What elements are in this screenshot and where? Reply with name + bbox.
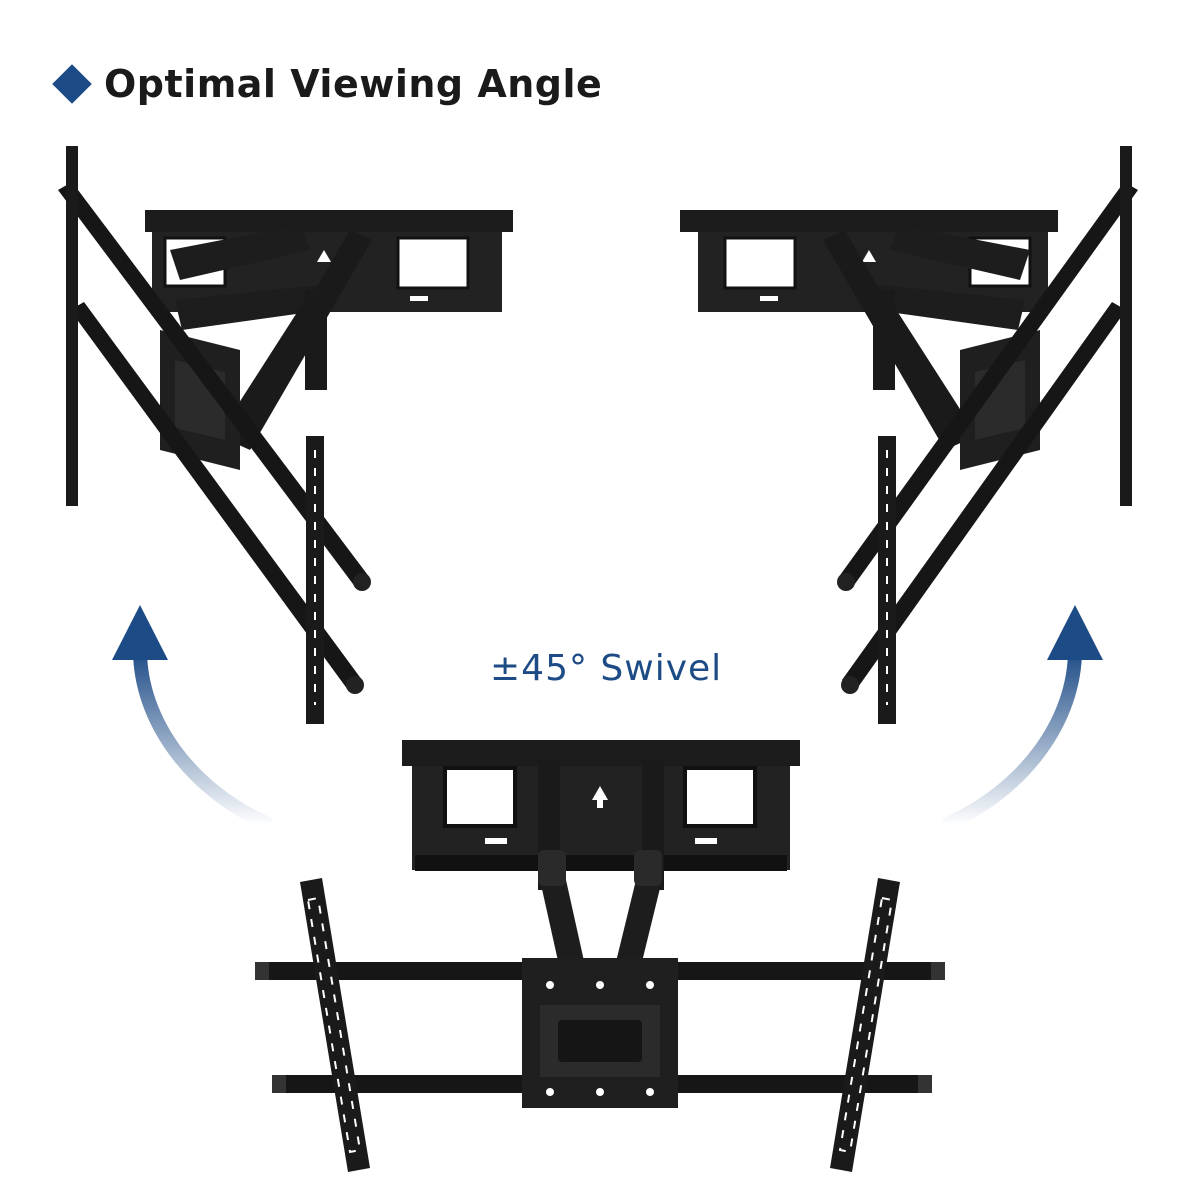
curved-arrow-left-icon xyxy=(112,605,273,832)
mount-swiveled-right xyxy=(680,146,1138,724)
headline-title: Optimal Viewing Angle xyxy=(104,62,603,106)
center-plate xyxy=(522,958,678,1108)
tv-bracket-right xyxy=(306,436,324,724)
tv-bracket-left xyxy=(300,878,370,1172)
tv-bracket-right xyxy=(1120,146,1132,506)
curved-arrow-right-icon xyxy=(942,605,1103,832)
articulating-arms xyxy=(823,225,1030,450)
headline: Optimal Viewing Angle xyxy=(52,62,603,106)
wall-plate xyxy=(402,740,800,871)
articulating-arms xyxy=(538,760,664,970)
mount-swiveled-left xyxy=(58,146,513,724)
diagonal-rails xyxy=(58,182,371,694)
tv-bracket-left xyxy=(878,436,896,724)
tv-bracket-left xyxy=(66,146,78,506)
mount-front-straight xyxy=(255,740,945,1172)
swivel-label: ±45° Swivel xyxy=(490,648,723,689)
tv-bracket-right xyxy=(830,878,900,1172)
articulating-arms xyxy=(170,225,372,450)
diagonal-rails xyxy=(837,182,1138,694)
